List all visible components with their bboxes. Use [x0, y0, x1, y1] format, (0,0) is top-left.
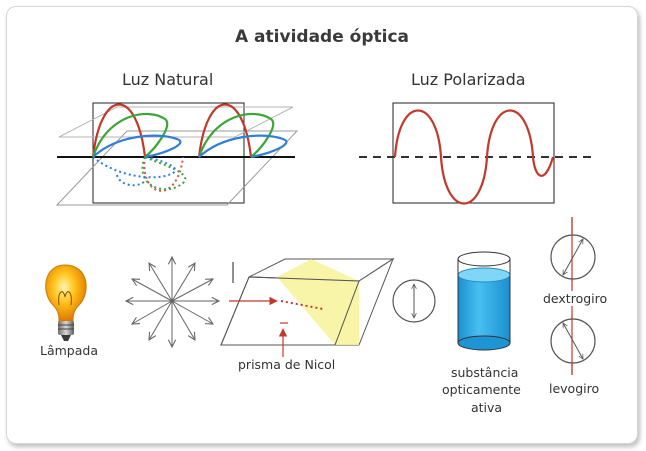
nicol-prism-label: prisma de Nicol [238, 357, 336, 372]
tilted-plane [58, 106, 294, 138]
nicol-prism-icon [220, 257, 395, 357]
prism-ray-path [280, 300, 324, 310]
red-wave [91, 103, 253, 158]
lamp-label: Lâmpada [40, 343, 98, 358]
natural-light-label: Luz Natural [122, 70, 214, 89]
polarized-light-diagram [359, 102, 593, 205]
lamp-icon [45, 264, 87, 341]
polarized-vector-icon [392, 279, 436, 323]
polarized-light-label: Luz Polarizada [411, 70, 526, 89]
dextro-label: dextrogiro [542, 291, 609, 306]
substance-label-line3: ativa [471, 400, 503, 415]
unpolarized-vectors-icon [126, 257, 219, 347]
natural-light-diagram [55, 102, 299, 206]
substance-label-line2: opticamente [442, 382, 521, 397]
horizontal-plane [55, 130, 299, 206]
blue-wave [92, 134, 288, 159]
polarized-light-frame [392, 102, 555, 204]
slide-title: A atividade óptica [234, 27, 410, 47]
dotted-green-wave [141, 156, 187, 191]
dotted-red-wave [143, 156, 184, 192]
levorotatory-icon [550, 317, 596, 375]
dotted-blue-wave [92, 156, 177, 187]
dextrorotatory-icon [550, 217, 596, 281]
polarized-wave [393, 109, 555, 205]
levo-label: levogiro [548, 381, 601, 396]
green-wave [91, 112, 275, 158]
active-substance-cylinder-icon [457, 251, 511, 351]
substance-label-line1: substância [451, 365, 519, 380]
optics-diagram [45, 102, 596, 375]
slide: A atividade óptica Luz Natural Luz Polar… [6, 6, 638, 444]
